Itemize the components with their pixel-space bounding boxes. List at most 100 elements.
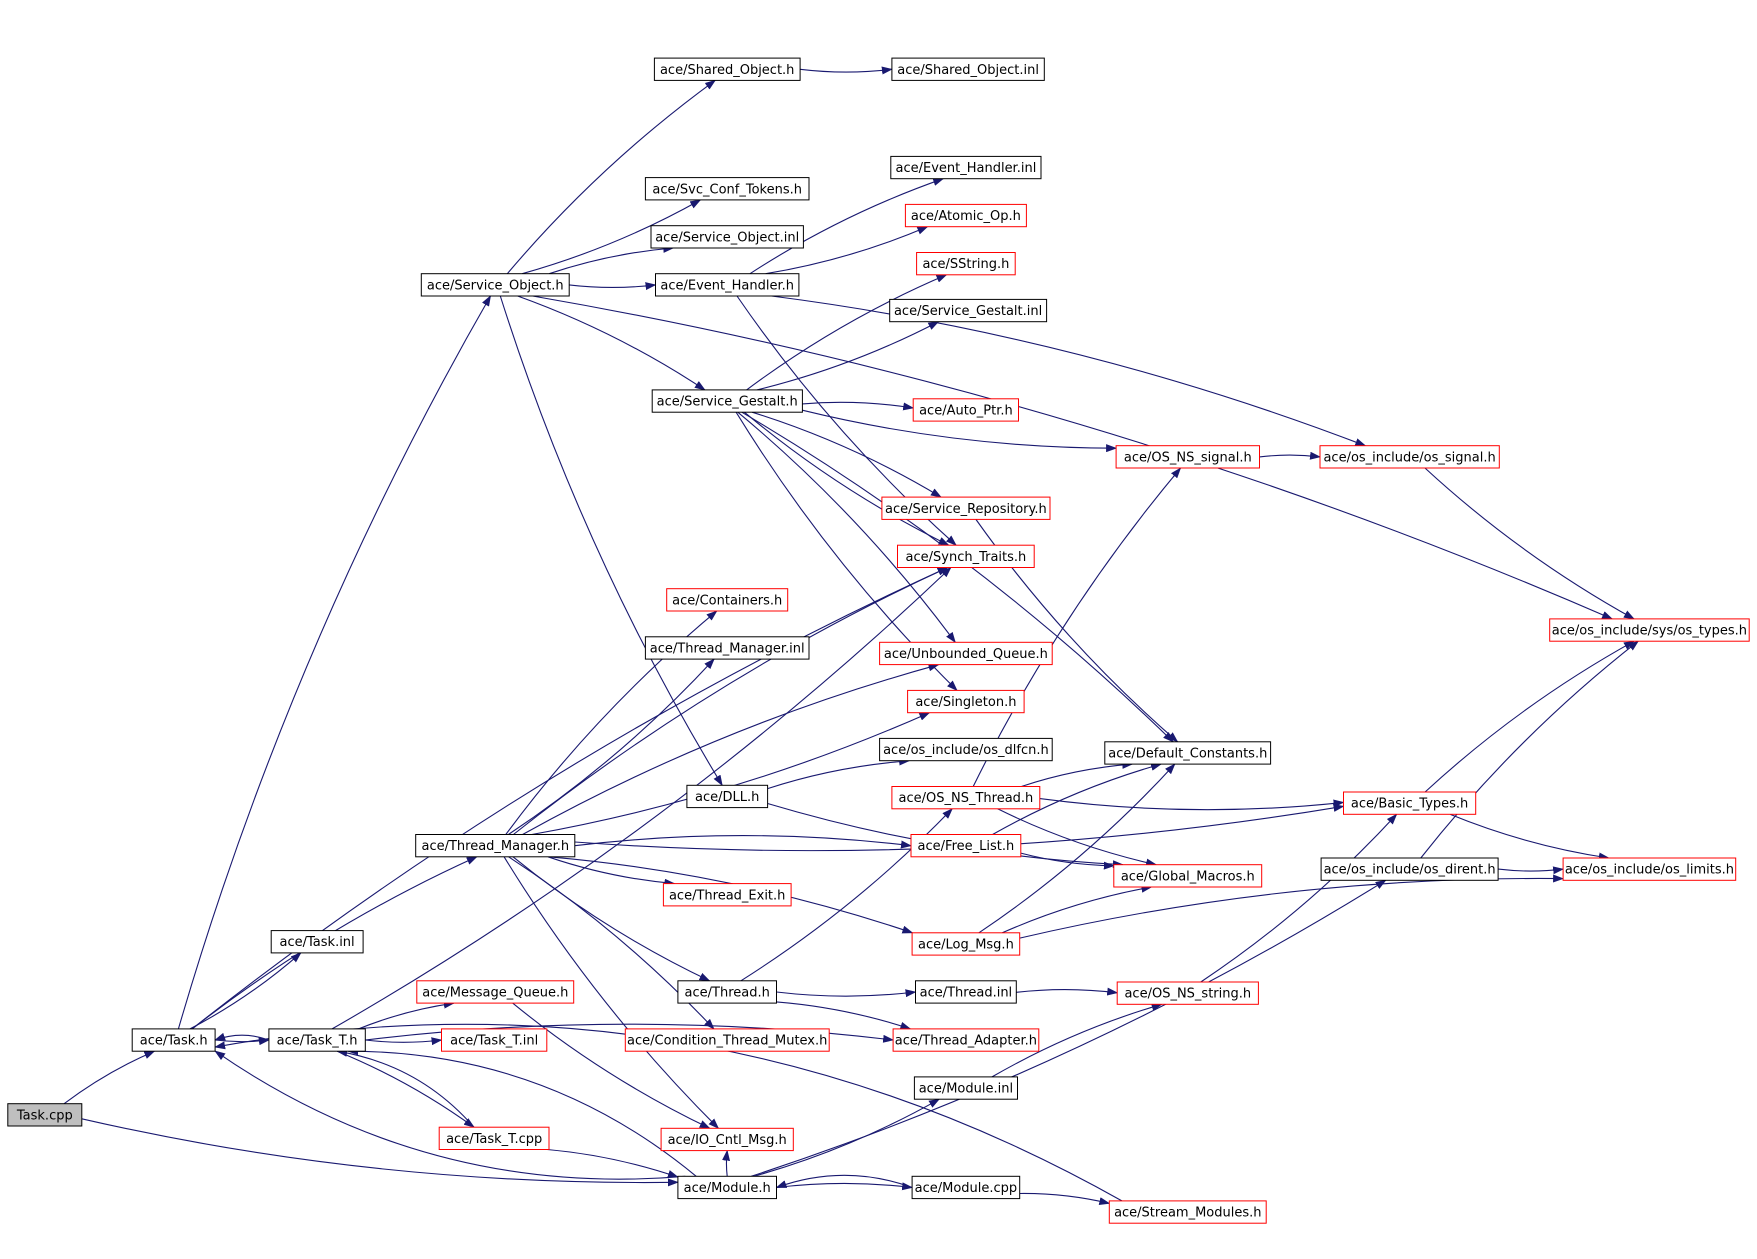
node-box[interactable] (131, 1028, 216, 1052)
node-task_t_h[interactable]: ace/Task_T.h (268, 1028, 366, 1052)
node-sstring_h[interactable]: ace/SString.h (916, 252, 1016, 276)
node-box[interactable] (650, 225, 804, 249)
node-box[interactable] (881, 496, 1051, 520)
node-task_cpp[interactable]: Task.cpp (7, 1103, 83, 1127)
node-module_inl[interactable]: ace/Module.inl (913, 1076, 1019, 1100)
node-module_h[interactable]: ace/Module.h (677, 1175, 778, 1200)
node-svc_conf_tokens_h[interactable]: ace/Svc_Conf_Tokens.h (644, 177, 810, 201)
node-module_cpp[interactable]: ace/Module.cpp (911, 1175, 1021, 1200)
node-box[interactable] (651, 389, 803, 413)
node-box[interactable] (890, 155, 1042, 180)
node-box[interactable] (441, 1028, 548, 1052)
node-auto_ptr_h[interactable]: ace/Auto_Ptr.h (912, 398, 1020, 422)
node-shared_object_h[interactable]: ace/Shared_Object.h (653, 57, 801, 81)
node-io_cntl_msg_h[interactable]: ace/IO_Cntl_Msg.h (660, 1127, 794, 1152)
node-box[interactable] (666, 588, 789, 612)
node-box[interactable] (655, 273, 800, 297)
node-box[interactable] (677, 980, 778, 1004)
node-os_limits_h[interactable]: ace/os_include/os_limits.h (1562, 857, 1737, 881)
node-synch_traits_h[interactable]: ace/Synch_Traits.h (897, 544, 1035, 569)
node-os_types_h[interactable]: ace/os_include/sys/os_types.h (1549, 618, 1750, 642)
node-os_dirent_h[interactable]: ace/os_include/os_dirent.h (1320, 857, 1499, 881)
node-box[interactable] (1549, 618, 1750, 642)
node-box[interactable] (879, 737, 1053, 762)
node-box[interactable] (1108, 1200, 1267, 1224)
node-containers_h[interactable]: ace/Containers.h (666, 588, 789, 612)
node-service_object_inl[interactable]: ace/Service_Object.inl (650, 225, 804, 249)
node-box[interactable] (907, 689, 1025, 714)
node-box[interactable] (7, 1103, 83, 1127)
node-thread_manager_h[interactable]: ace/Thread_Manager.h (415, 834, 576, 858)
node-message_queue_h[interactable]: ace/Message_Queue.h (416, 980, 575, 1004)
node-dll_h[interactable]: ace/DLL.h (686, 784, 769, 809)
node-os_signal_h[interactable]: ace/os_include/os_signal.h (1319, 445, 1500, 469)
node-box[interactable] (644, 177, 810, 201)
node-box[interactable] (1104, 741, 1272, 765)
node-box[interactable] (891, 786, 1041, 810)
node-service_repository_h[interactable]: ace/Service_Repository.h (881, 496, 1051, 520)
node-box[interactable] (879, 641, 1053, 666)
node-event_handler_inl[interactable]: ace/Event_Handler.inl (890, 155, 1042, 180)
node-service_gestalt_h[interactable]: ace/Service_Gestalt.h (651, 389, 803, 413)
node-singleton_h[interactable]: ace/Singleton.h (907, 689, 1025, 714)
node-service_gestalt_inl[interactable]: ace/Service_Gestalt.inl (889, 298, 1048, 323)
node-box[interactable] (915, 980, 1017, 1004)
node-os_ns_thread_h[interactable]: ace/OS_NS_Thread.h (891, 786, 1041, 810)
node-box[interactable] (889, 298, 1048, 323)
node-box[interactable] (911, 1175, 1021, 1200)
node-thread_exit_h[interactable]: ace/Thread_Exit.h (662, 883, 792, 907)
node-global_macros_h[interactable]: ace/Global_Macros.h (1113, 864, 1263, 888)
node-box[interactable] (420, 273, 570, 297)
node-task_inl[interactable]: ace/Task.inl (270, 930, 364, 954)
node-box[interactable] (644, 636, 810, 660)
node-box[interactable] (910, 834, 1022, 858)
node-box[interactable] (660, 1127, 794, 1152)
node-box[interactable] (912, 398, 1020, 422)
node-box[interactable] (1562, 857, 1737, 881)
node-box[interactable] (624, 1028, 830, 1052)
node-box[interactable] (1115, 445, 1260, 469)
node-task_h[interactable]: ace/Task.h (131, 1028, 216, 1052)
node-log_msg_h[interactable]: ace/Log_Msg.h (911, 932, 1021, 956)
node-thread_inl[interactable]: ace/Thread.inl (915, 980, 1017, 1004)
node-box[interactable] (1116, 981, 1259, 1005)
node-box[interactable] (270, 930, 364, 954)
node-box[interactable] (677, 1175, 778, 1200)
node-os_ns_signal_h[interactable]: ace/OS_NS_signal.h (1115, 445, 1260, 469)
node-box[interactable] (916, 252, 1016, 276)
node-box[interactable] (686, 784, 769, 809)
node-default_constants_h[interactable]: ace/Default_Constants.h (1104, 741, 1272, 765)
node-service_object_h[interactable]: ace/Service_Object.h (420, 273, 570, 297)
node-box[interactable] (904, 203, 1027, 228)
node-shared_object_inl[interactable]: ace/Shared_Object.inl (891, 57, 1045, 81)
node-os_dlfcn_h[interactable]: ace/os_include/os_dlfcn.h (879, 737, 1053, 762)
node-os_ns_string_h[interactable]: ace/OS_NS_string.h (1116, 981, 1259, 1005)
node-thread_manager_inl[interactable]: ace/Thread_Manager.inl (644, 636, 810, 660)
node-box[interactable] (892, 1028, 1040, 1052)
node-box[interactable] (1343, 791, 1477, 815)
node-free_list_h[interactable]: ace/Free_List.h (910, 834, 1022, 858)
node-box[interactable] (416, 980, 575, 1004)
node-basic_types_h[interactable]: ace/Basic_Types.h (1343, 791, 1477, 815)
node-box[interactable] (1319, 445, 1500, 469)
node-box[interactable] (653, 57, 801, 81)
node-box[interactable] (438, 1126, 550, 1150)
node-stream_modules_h[interactable]: ace/Stream_Modules.h (1108, 1200, 1267, 1224)
node-unbounded_queue_h[interactable]: ace/Unbounded_Queue.h (879, 641, 1053, 666)
node-condition_thread_mutex_h[interactable]: ace/Condition_Thread_Mutex.h (624, 1028, 830, 1052)
node-atomic_op_h[interactable]: ace/Atomic_Op.h (904, 203, 1027, 228)
node-box[interactable] (891, 57, 1045, 81)
node-event_handler_h[interactable]: ace/Event_Handler.h (655, 273, 800, 297)
node-box[interactable] (662, 883, 792, 907)
node-box[interactable] (1320, 857, 1499, 881)
node-task_t_inl[interactable]: ace/Task_T.inl (441, 1028, 548, 1052)
node-box[interactable] (1113, 864, 1263, 888)
node-task_t_cpp[interactable]: ace/Task_T.cpp (438, 1126, 550, 1150)
node-box[interactable] (913, 1076, 1019, 1100)
node-box[interactable] (911, 932, 1021, 956)
node-box[interactable] (268, 1028, 366, 1052)
node-thread_h[interactable]: ace/Thread.h (677, 980, 778, 1004)
node-thread_adapter_h[interactable]: ace/Thread_Adapter.h (892, 1028, 1040, 1052)
node-box[interactable] (415, 834, 576, 858)
node-box[interactable] (897, 544, 1035, 569)
